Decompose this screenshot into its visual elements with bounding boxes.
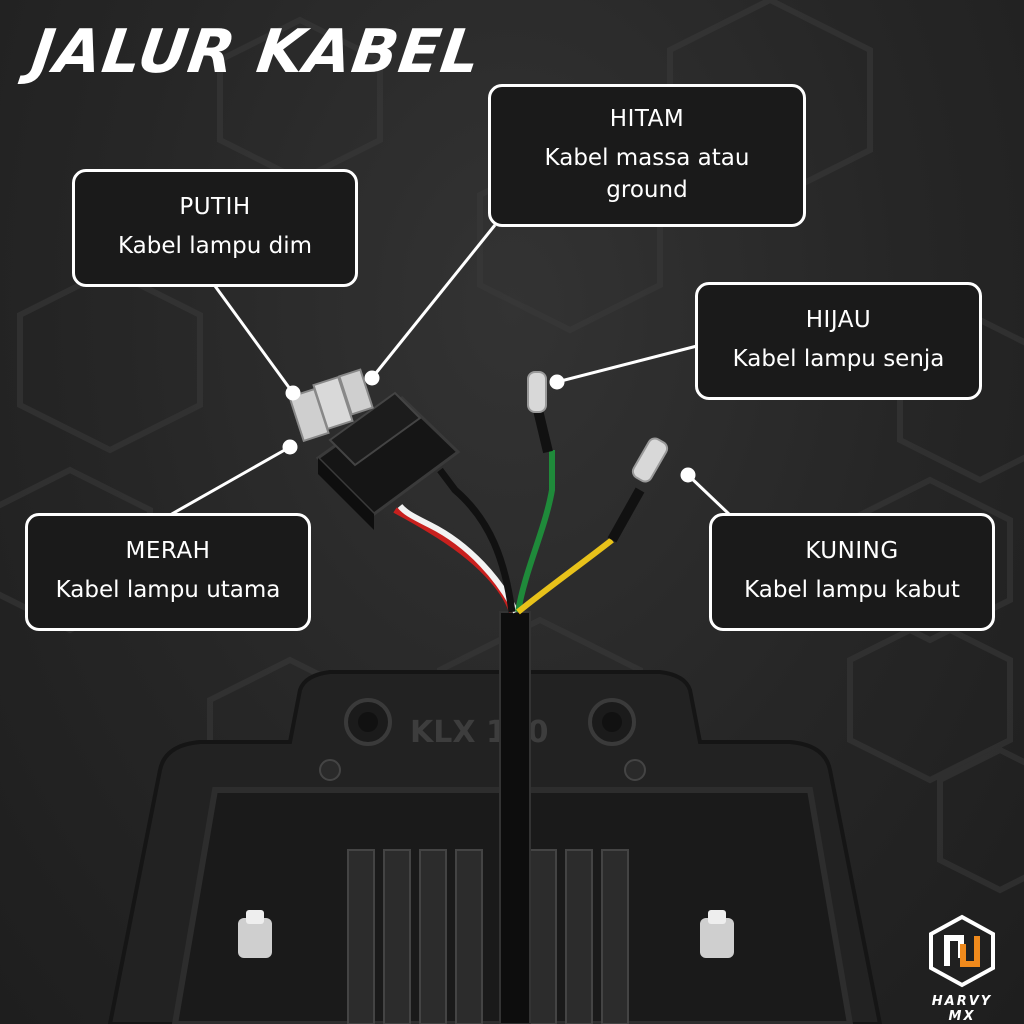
yellow-wire-terminal	[607, 437, 669, 543]
callout-putih-name: PUTIH	[179, 194, 251, 220]
callout-kuning-desc: Kabel lampu kabut	[744, 577, 960, 603]
wire-green	[515, 450, 555, 613]
mounting-stud-right	[700, 910, 734, 958]
callout-putih-desc: Kabel lampu dim	[118, 233, 312, 259]
callout-merah: MERAH Kabel lampu utama	[25, 513, 311, 631]
brand-name: HARVY MX	[931, 994, 993, 1024]
wire-white	[397, 504, 519, 614]
mounting-stud-left	[238, 910, 272, 958]
main-cable	[499, 611, 531, 1024]
callout-hitam: HITAM Kabel massa atau ground	[488, 84, 806, 227]
callout-kuning-name: KUNING	[805, 538, 899, 564]
wire-black	[437, 467, 516, 613]
h4-connector	[288, 368, 461, 530]
callout-hitam-name: HITAM	[609, 105, 685, 132]
harvy-mx-logo-icon	[929, 914, 995, 988]
page-title: JALUR KABEL	[27, 17, 486, 87]
callout-hijau-desc: Kabel lampu senja	[732, 346, 945, 372]
wire-yellow	[516, 537, 614, 615]
green-wire-terminal	[527, 371, 553, 454]
callout-hijau-name: HIJAU	[805, 307, 872, 333]
callout-merah-name: MERAH	[125, 538, 211, 564]
callout-hitam-desc: Kabel massa atau ground	[544, 144, 750, 203]
callout-putih: PUTIH Kabel lampu dim	[72, 169, 358, 287]
callout-merah-desc: Kabel lampu utama	[55, 577, 281, 603]
callout-hijau: HIJAU Kabel lampu senja	[695, 282, 982, 400]
callout-kuning: KUNING Kabel lampu kabut	[709, 513, 995, 631]
brand-logo: HARVY MX	[916, 914, 1008, 1024]
